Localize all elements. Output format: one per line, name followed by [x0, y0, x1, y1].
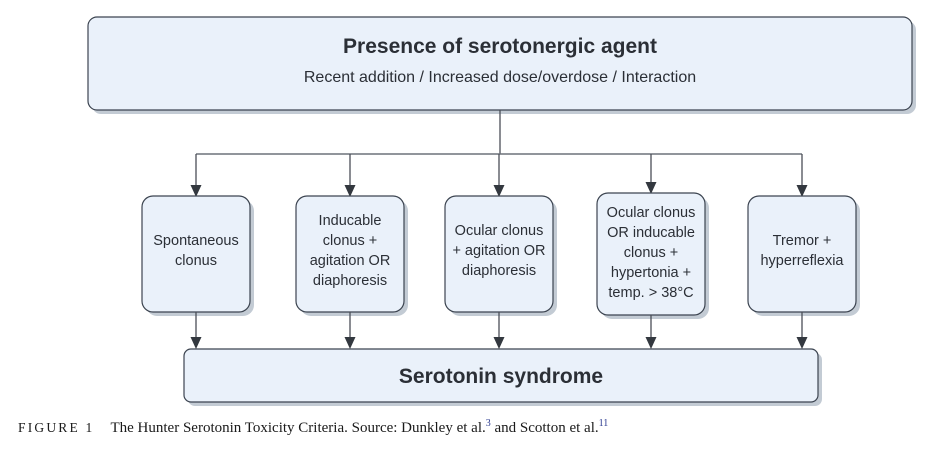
criterion-4-line-5: temp. > 38°C: [608, 285, 693, 301]
figure-caption-text-part2: and Scotton et al.: [490, 420, 599, 436]
figure-caption: FIGURE 1 The Hunter Serotonin Toxicity Cr…: [0, 418, 939, 437]
outcome-node-title: Serotonin syndrome: [399, 365, 603, 388]
criterion-node-inducable-clonus: Inducable clonus + agitation OR diaphore…: [295, 195, 408, 316]
arrowhead-into-criterion-3: [493, 185, 505, 197]
criterion-2-line-1: Inducable: [319, 213, 382, 229]
criterion-2-line-3: agitation OR: [310, 253, 391, 269]
criteria-inbound-connectors: [190, 154, 808, 197]
top-node: Presence of serotonergic agent Recent ad…: [87, 16, 916, 114]
criterion-1-line-1: Spontaneous: [153, 233, 238, 249]
top-node-subtitle: Recent addition / Increased dose/overdos…: [304, 69, 696, 86]
criterion-4-line-3: clonus +: [624, 245, 678, 261]
figure-caption-text-part1: The Hunter Serotonin Toxicity Criteria. …: [110, 420, 486, 436]
arrowhead-into-criterion-2: [344, 185, 356, 197]
arrowhead-into-outcome-3: [493, 337, 505, 349]
criterion-4-line-1: Ocular clonus: [607, 205, 696, 221]
arrowhead-into-criterion-4: [645, 182, 657, 194]
arrowhead-into-criterion-1: [190, 185, 202, 197]
criterion-1-line-2: clonus: [175, 253, 217, 269]
outcome-node-box: [183, 348, 819, 403]
arrowhead-into-outcome-2: [344, 337, 356, 349]
top-node-box: [87, 16, 913, 111]
criterion-3-line-1: Ocular clonus: [455, 223, 544, 239]
criterion-2-line-4: diaphoresis: [313, 273, 387, 289]
criterion-node-spontaneous-clonus: Spontaneous clonus: [141, 195, 254, 316]
top-node-title: Presence of serotonergic agent: [343, 35, 657, 58]
criterion-node-ocular-clonus-agitation: Ocular clonus + agitation OR diaphoresis: [444, 195, 557, 316]
criterion-5-line-1: Tremor +: [773, 233, 832, 249]
figure-caption-citation-1[interactable]: 3: [485, 418, 491, 429]
arrowhead-into-criterion-5: [796, 185, 808, 197]
criterion-3-line-2: + agitation OR: [452, 243, 545, 259]
criterion-2-line-2: clonus +: [323, 233, 377, 249]
outcome-node: Serotonin syndrome: [183, 348, 822, 406]
arrowhead-into-outcome-5: [796, 337, 808, 349]
figure-caption-citation-2[interactable]: 11: [598, 418, 609, 429]
arrowhead-into-outcome-1: [190, 337, 202, 349]
criterion-node-ocular-or-inducable-clonus: Ocular clonus OR inducable clonus + hype…: [596, 192, 709, 319]
criterion-3-line-3: diaphoresis: [462, 263, 536, 279]
criterion-4-line-2: OR inducable: [607, 225, 695, 241]
criterion-5-line-2: hyperreflexia: [760, 253, 844, 269]
criterion-4-line-4: hypertonia +: [611, 265, 691, 281]
figure-caption-label: FIGURE 1: [18, 420, 95, 435]
criteria-outbound-connectors: [190, 312, 808, 349]
serotonin-criteria-flowchart: Presence of serotonergic agent Recent ad…: [87, 16, 916, 406]
criterion-node-tremor-hyperreflexia: Tremor + hyperreflexia: [747, 195, 860, 316]
arrowhead-into-outcome-4: [645, 337, 657, 349]
